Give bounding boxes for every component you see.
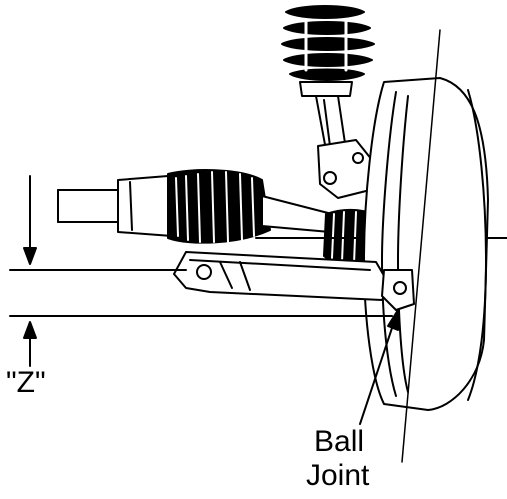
strut-shaft: [315, 95, 373, 199]
coil-spring: [281, 5, 375, 97]
ball-joint: [381, 269, 415, 311]
tire: [363, 77, 489, 411]
ball-joint-label-line1: Ball: [314, 425, 365, 458]
drive-shaft-stub: [57, 175, 173, 237]
z-dimension-arrows: [23, 175, 37, 367]
z-dimension-label: "Z": [6, 366, 46, 399]
steering-axis: [401, 29, 441, 463]
ball-joint-label-line2: Joint: [306, 459, 370, 492]
ball-joint-leader: [359, 309, 399, 425]
lower-control-arm: [173, 251, 391, 301]
axle-shaft: [261, 195, 333, 233]
cv-boot-inner: [167, 169, 271, 244]
